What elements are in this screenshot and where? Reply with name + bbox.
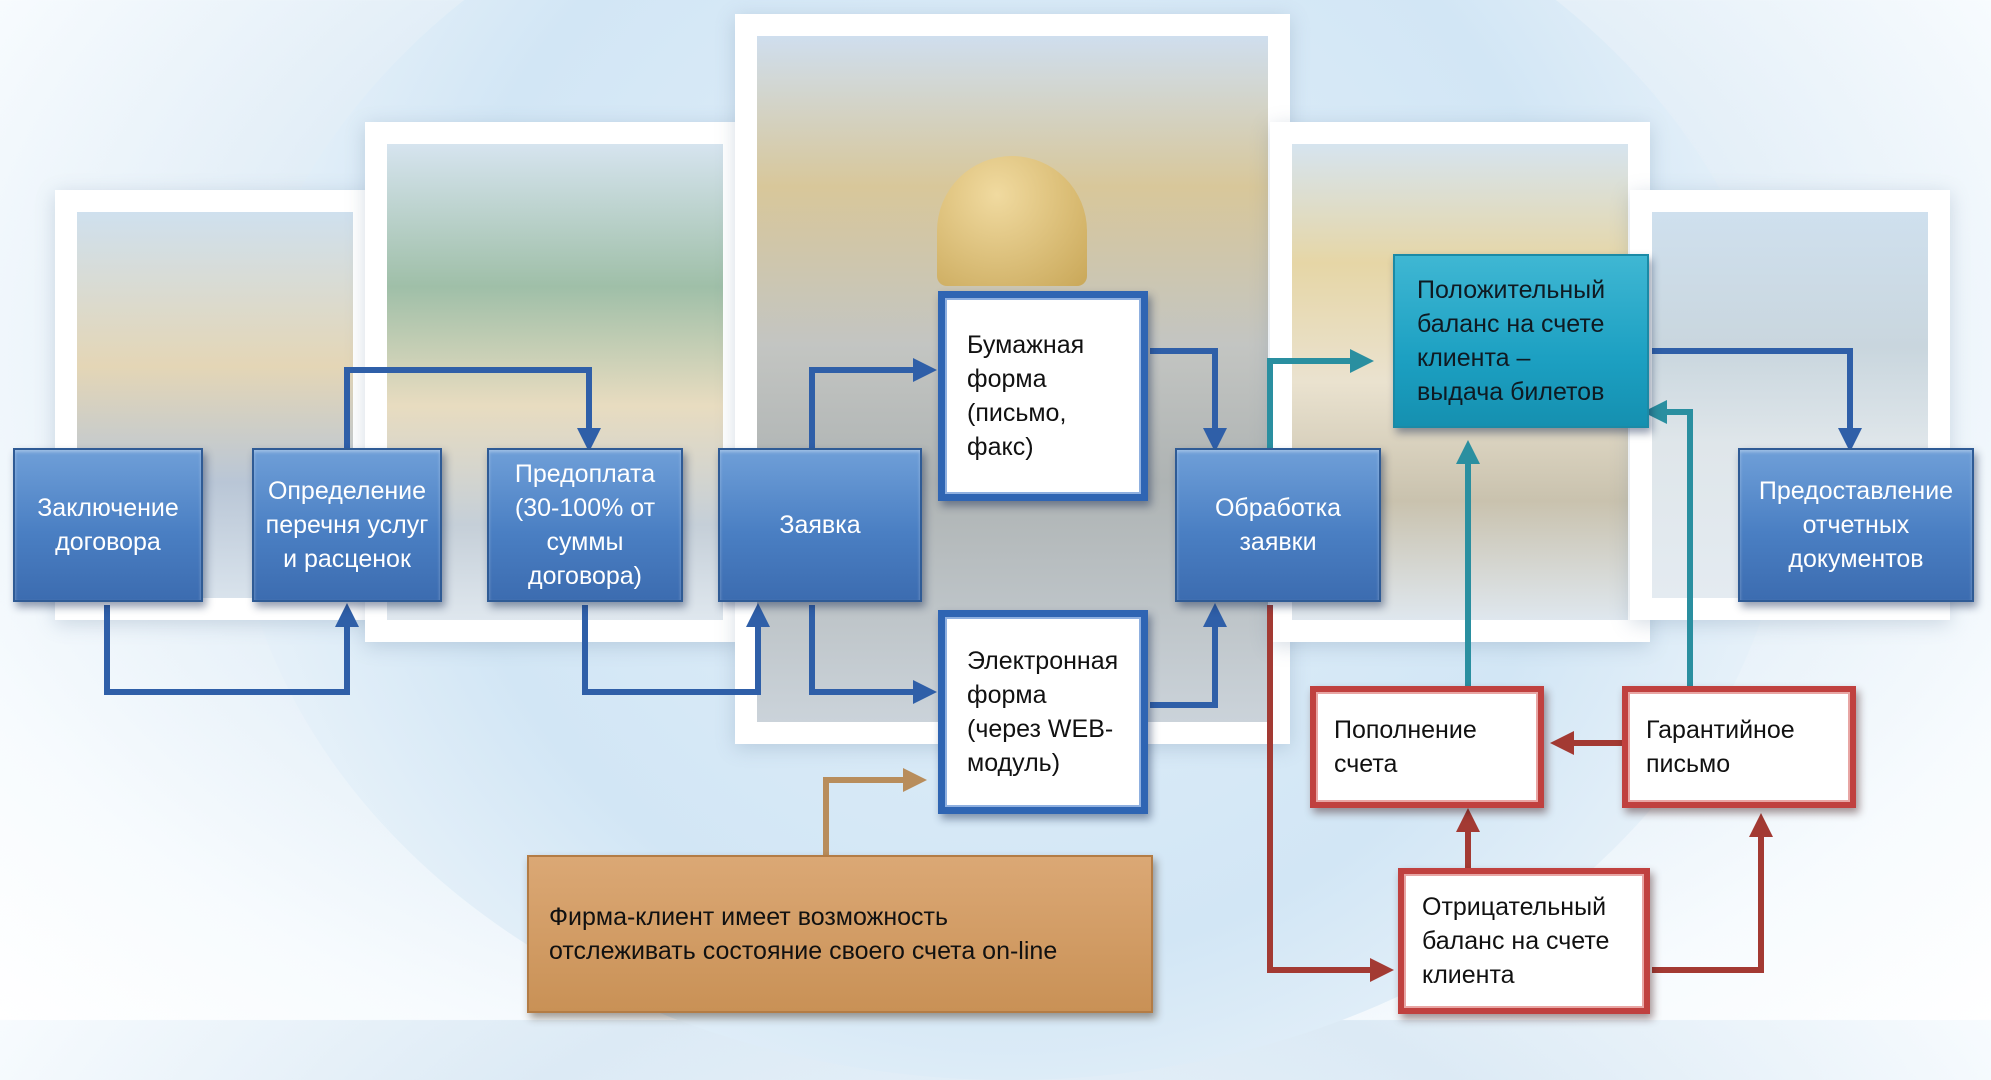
arrow-processing-to-negative	[1267, 605, 1394, 982]
arrow-guarantee-to-positive	[1643, 400, 1693, 688]
node-negative-balance[interactable]: Отрицательный баланс на счете клиента	[1398, 868, 1650, 1014]
arrow-positive-to-reports	[1652, 348, 1862, 452]
node-electronic-form-label: Электронная форма (через WEB- модуль)	[967, 647, 1119, 777]
node-request[interactable]: Заявка	[718, 448, 922, 602]
node-paper-form-label: Бумажная форма (письмо, факс)	[967, 331, 1085, 461]
arrow-request-to-paper	[809, 358, 937, 448]
node-reports-label: Предоставление отчетных документов	[1758, 477, 1954, 573]
node-positive-balance[interactable]: Положительный баланс на счете клиента – …	[1393, 254, 1649, 428]
node-processing[interactable]: Обработка заявки	[1175, 448, 1381, 602]
node-prepay-label: Предоплата (30-100% от суммы договора)	[514, 460, 656, 590]
arrow-note-to-electronic	[823, 768, 927, 858]
node-services-label: Определение перечня услуг и расценок	[265, 477, 429, 573]
node-request-label: Заявка	[779, 511, 861, 539]
node-guarantee-letter-label: Гарантийное письмо	[1646, 716, 1795, 778]
node-reports[interactable]: Предоставление отчетных документов	[1738, 448, 1974, 602]
node-contract-label: Заключение договора	[37, 494, 179, 556]
node-electronic-form[interactable]: Электронная форма (через WEB- модуль)	[938, 610, 1148, 814]
arrow-negative-to-guarantee	[1652, 813, 1773, 973]
arrow-prepay-to-request	[582, 603, 770, 695]
arrow-contract-to-services	[104, 603, 359, 695]
arrow-processing-to-positive	[1267, 349, 1374, 448]
flow-arrows	[104, 348, 1862, 982]
node-services[interactable]: Определение перечня услуг и расценок	[252, 448, 442, 602]
arrow-services-to-prepay	[344, 367, 601, 452]
node-prepay[interactable]: Предоплата (30-100% от суммы договора)	[487, 448, 683, 602]
note-online-tracking[interactable]: Фирма-клиент имеет возможность отслежива…	[527, 855, 1153, 1013]
arrow-electronic-to-processing	[1150, 603, 1227, 708]
node-topup[interactable]: Пополнение счета	[1310, 686, 1544, 808]
arrow-paper-to-processing	[1150, 348, 1227, 452]
arrow-request-to-electronic	[809, 605, 937, 704]
node-negative-balance-label: Отрицательный баланс на счете клиента	[1422, 893, 1610, 989]
node-guarantee-letter[interactable]: Гарантийное письмо	[1622, 686, 1856, 808]
node-positive-balance-label: Положительный баланс на счете клиента – …	[1417, 276, 1606, 406]
node-processing-label: Обработка заявки	[1214, 494, 1342, 556]
node-topup-label: Пополнение счета	[1334, 716, 1477, 778]
dome-shape	[937, 156, 1087, 286]
node-contract[interactable]: Заключение договора	[13, 448, 203, 602]
node-paper-form[interactable]: Бумажная форма (письмо, факс)	[938, 291, 1148, 501]
note-online-tracking-label: Фирма-клиент имеет возможность отслежива…	[549, 903, 1058, 965]
